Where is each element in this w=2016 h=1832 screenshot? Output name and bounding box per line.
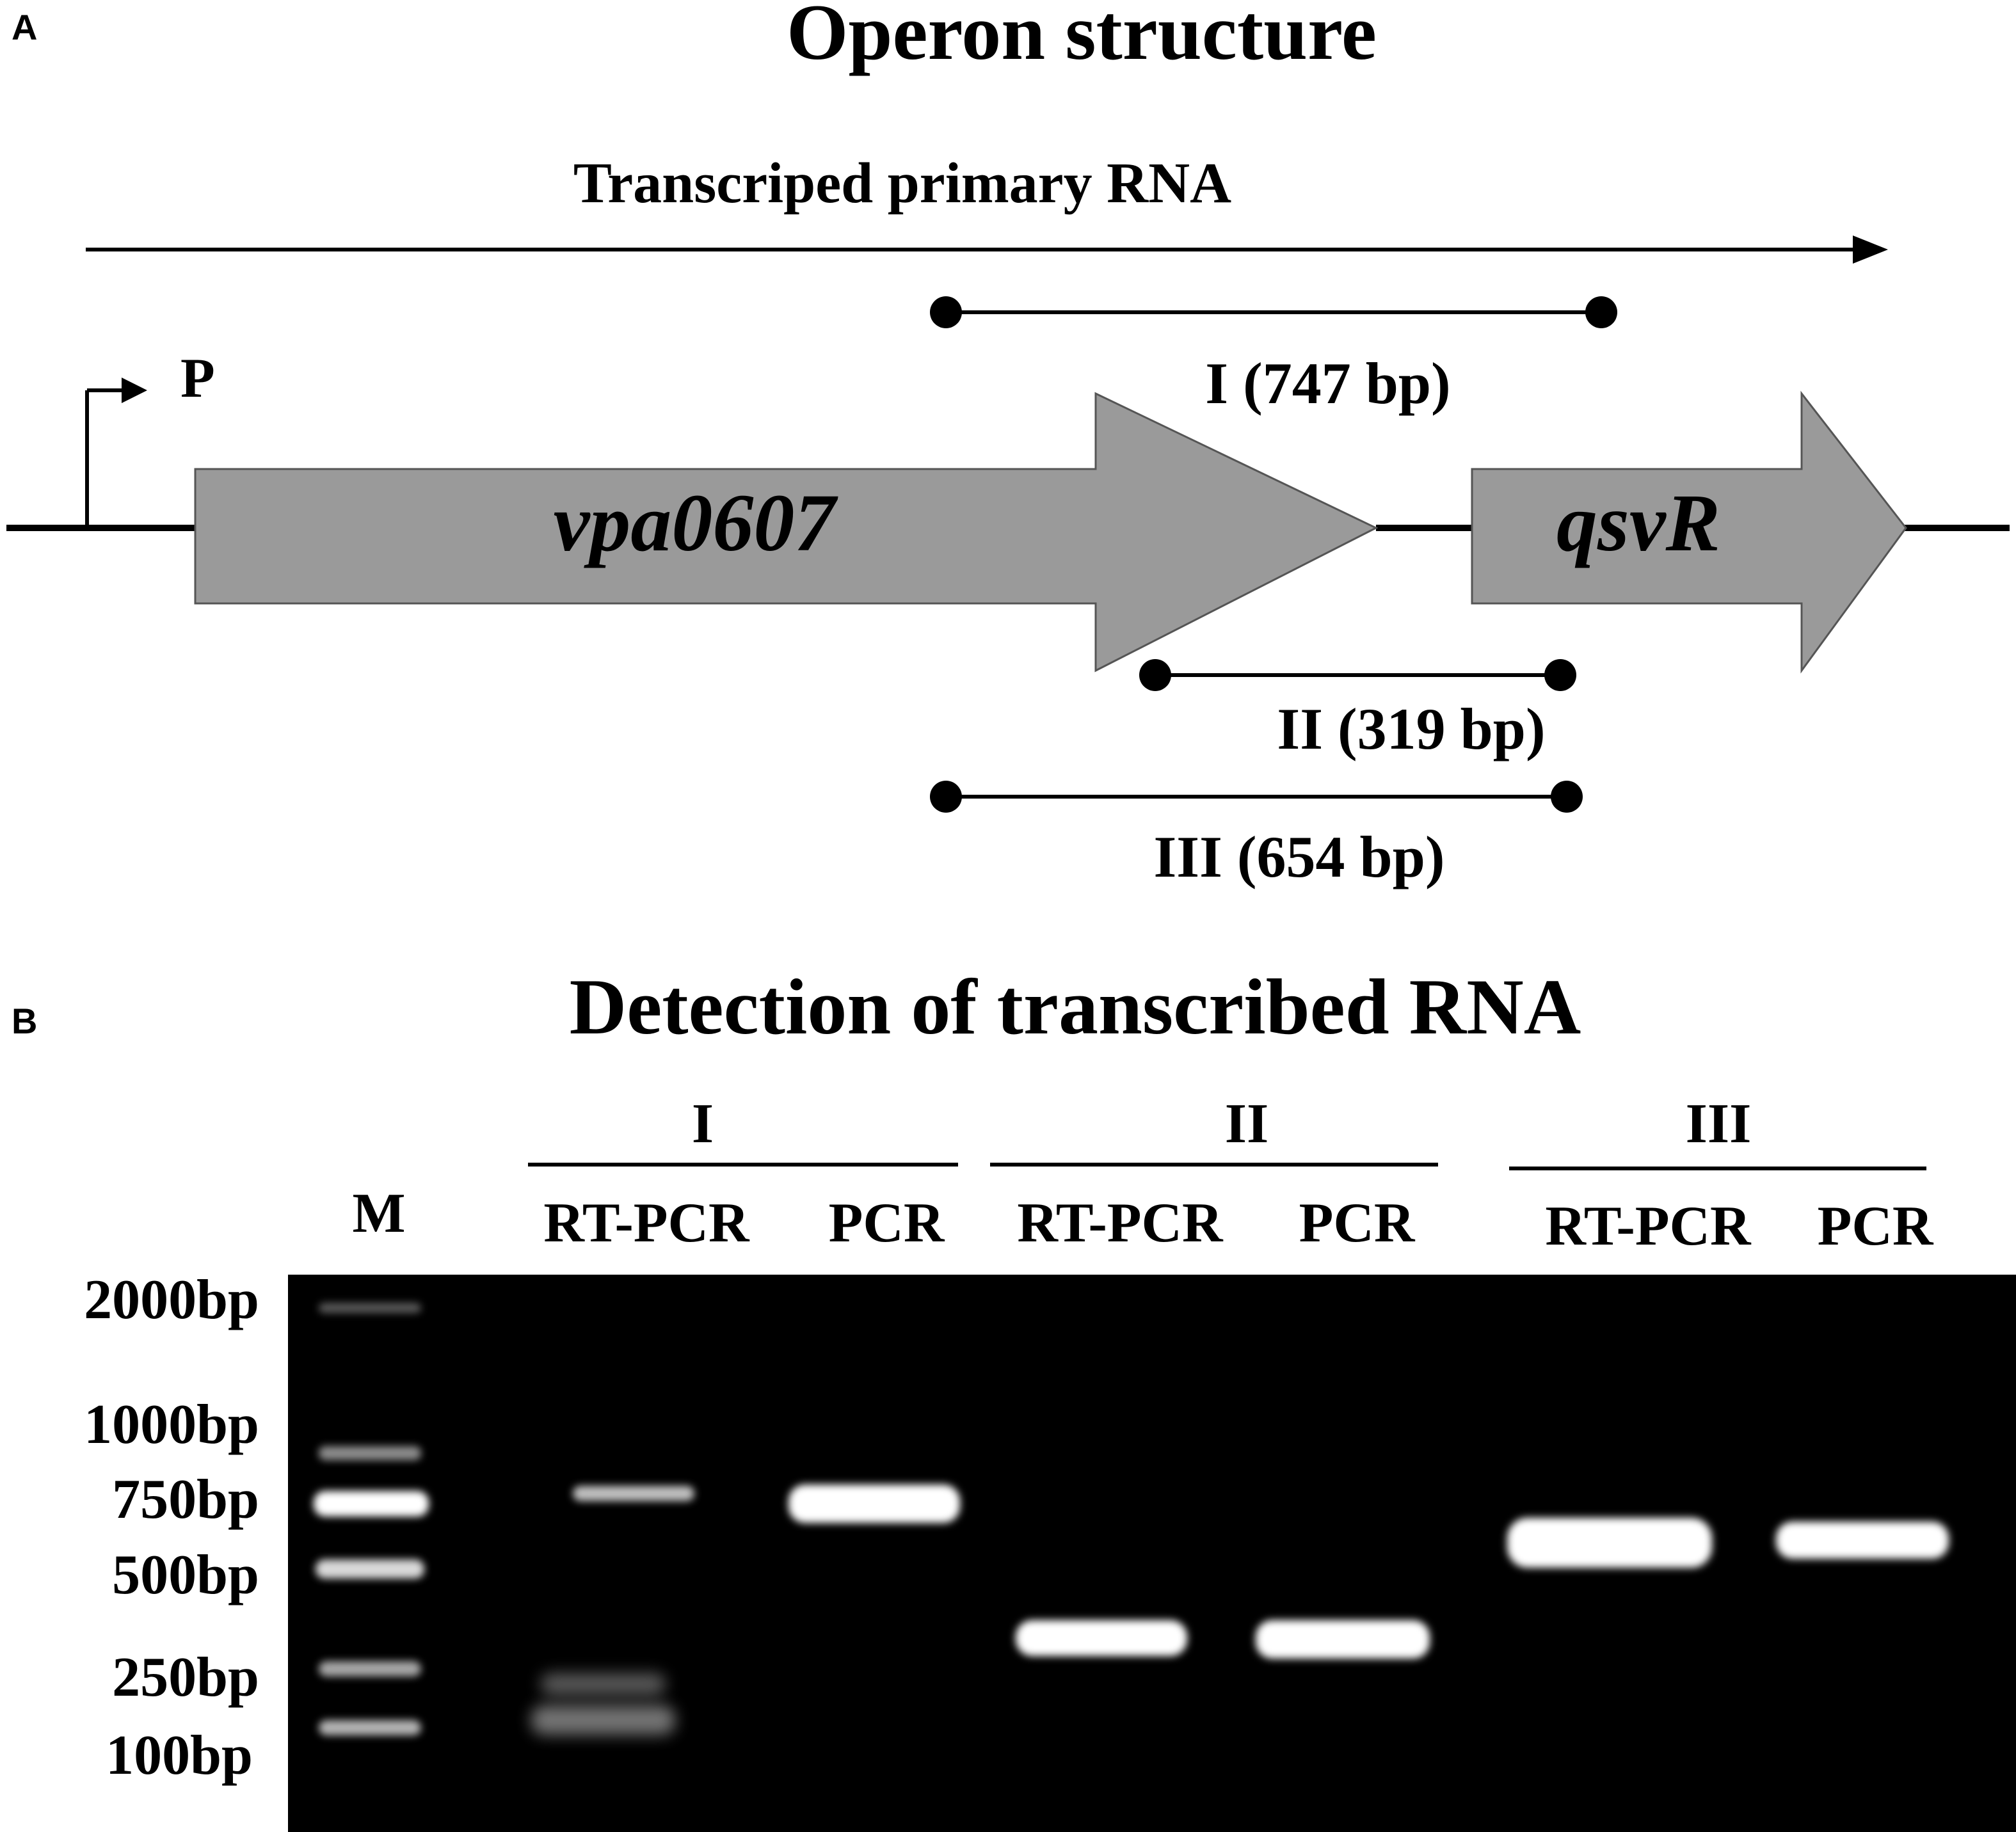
gene-vpa0607-label: vpa0607 [554,477,839,568]
ladder-bands [314,1303,429,1735]
amplicon-ii [1139,659,1576,691]
band-ii-rtpcr [1016,1620,1187,1656]
group-iii-label: III [1686,1093,1752,1155]
size-marker-500bp: 500bp [112,1544,259,1606]
amplicon-i [930,296,1617,328]
ladder-band-2000bp [319,1303,421,1313]
group-ii-pcr-label: PCR [1299,1192,1416,1254]
group-i-pcr-label: PCR [829,1192,945,1254]
panel-a-label: A [12,7,37,47]
band-ii-pcr [1256,1620,1430,1659]
group-i-label: I [692,1093,714,1155]
transcript-label: Transcriped primary RNA [573,152,1231,215]
lane-i-rtpcr [531,1486,694,1735]
promoter-arrow-icon [85,378,147,528]
ladder-band-500bp [316,1559,424,1579]
size-marker-750bp: 750bp [112,1469,259,1531]
band-iii-pcr [1776,1522,1949,1559]
amplicon-ii-label: II (319 bp) [1277,696,1545,761]
gene-qsvR-arrow [1471,390,1907,674]
size-marker-1000bp: 1000bp [84,1394,259,1456]
panel-b-label: B [12,1001,37,1041]
group-iii-rtpcr-label: RT-PCR [1545,1195,1752,1257]
band-iii-rtpcr [1507,1518,1712,1568]
group-iii-pcr-label: PCR [1818,1195,1934,1257]
amplicon-i-label: I (747 bp) [1205,351,1450,416]
ladder-band-250bp [319,1661,421,1677]
ladder-band-100bp [319,1720,421,1735]
gel-background [288,1275,2016,1832]
band-i-rtpcr-main [573,1486,694,1501]
lane-iii-pcr [1776,1522,1949,1559]
panel-a-title: Operon structure [787,0,1377,76]
gene-qsvR-label: qsvR [1556,477,1720,568]
size-marker-250bp: 250bp [112,1646,259,1709]
ladder-band-750bp [314,1491,429,1517]
marker-lane-label: M [352,1183,405,1245]
lane-ii-rtpcr [1016,1620,1187,1656]
band-i-rtpcr-smear-lower [531,1705,675,1735]
band-i-rtpcr-smear-upper [541,1673,666,1695]
ladder-band-1000bp [319,1446,421,1460]
lane-ii-pcr [1256,1620,1430,1659]
gel-image [288,1275,2016,1832]
band-i-pcr [788,1485,960,1523]
promoter-label: P [180,347,215,410]
lane-iii-rtpcr [1507,1518,1712,1568]
lane-i-pcr [788,1485,960,1523]
amplicon-iii [930,781,1583,813]
panel-b-title: Detection of transcribed RNA [570,963,1581,1051]
transcript-arrow-head [1853,235,1888,264]
amplicon-iii-label: III (654 bp) [1153,824,1444,889]
group-ii-label: II [1225,1093,1269,1155]
group-i-rtpcr-label: RT-PCR [543,1192,750,1254]
size-marker-100bp: 100bp [106,1724,253,1787]
gene-vpa0607-arrow [194,392,1379,673]
group-ii-rtpcr-label: RT-PCR [1017,1192,1224,1254]
panel-b: B Detection of transcribed RNA M I RT-PC… [12,963,2016,1832]
panel-a: A Operon structure Transcriped primary R… [6,0,2010,889]
size-marker-2000bp: 2000bp [84,1269,259,1331]
